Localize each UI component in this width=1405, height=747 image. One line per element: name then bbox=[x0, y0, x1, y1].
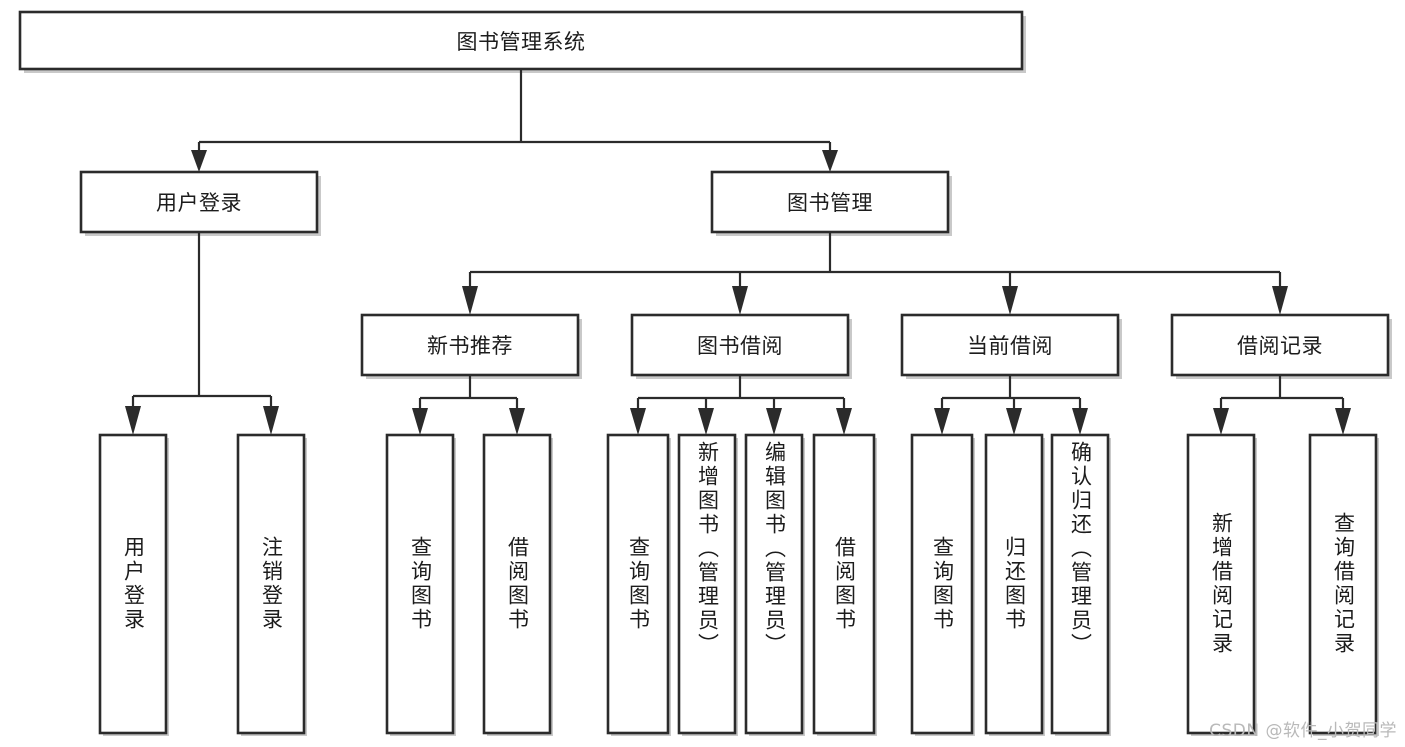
leaf-query-book-1[interactable] bbox=[385, 433, 455, 735]
node-current-borrow[interactable] bbox=[900, 313, 1120, 377]
leaf-query-book-3[interactable] bbox=[910, 433, 974, 735]
watermark-text: CSDN @软件_小贺同学 bbox=[1209, 721, 1397, 741]
node-new-book-recommend[interactable] bbox=[360, 313, 580, 377]
node-book-borrow[interactable] bbox=[630, 313, 850, 377]
leaf-add-book-admin[interactable] bbox=[677, 433, 737, 735]
node-user-login[interactable] bbox=[79, 170, 319, 234]
leaf-query-borrow-record[interactable] bbox=[1308, 433, 1378, 735]
leaf-add-borrow-record[interactable] bbox=[1186, 433, 1256, 735]
connector-layer bbox=[125, 69, 1351, 435]
leaf-logout[interactable] bbox=[236, 433, 306, 735]
node-root[interactable] bbox=[18, 10, 1024, 71]
leaf-return-book[interactable] bbox=[984, 433, 1044, 735]
leaf-edit-book-admin[interactable] bbox=[744, 433, 804, 735]
node-borrow-record[interactable] bbox=[1170, 313, 1390, 377]
node-box-layer bbox=[18, 10, 1390, 735]
leaf-borrow-book-1[interactable] bbox=[482, 433, 552, 735]
node-book-management[interactable] bbox=[710, 170, 950, 234]
leaf-borrow-book-2[interactable] bbox=[812, 433, 876, 735]
leaf-confirm-return-admin[interactable] bbox=[1050, 433, 1110, 735]
leaf-user-login[interactable] bbox=[98, 433, 168, 735]
leaf-query-book-2[interactable] bbox=[606, 433, 670, 735]
